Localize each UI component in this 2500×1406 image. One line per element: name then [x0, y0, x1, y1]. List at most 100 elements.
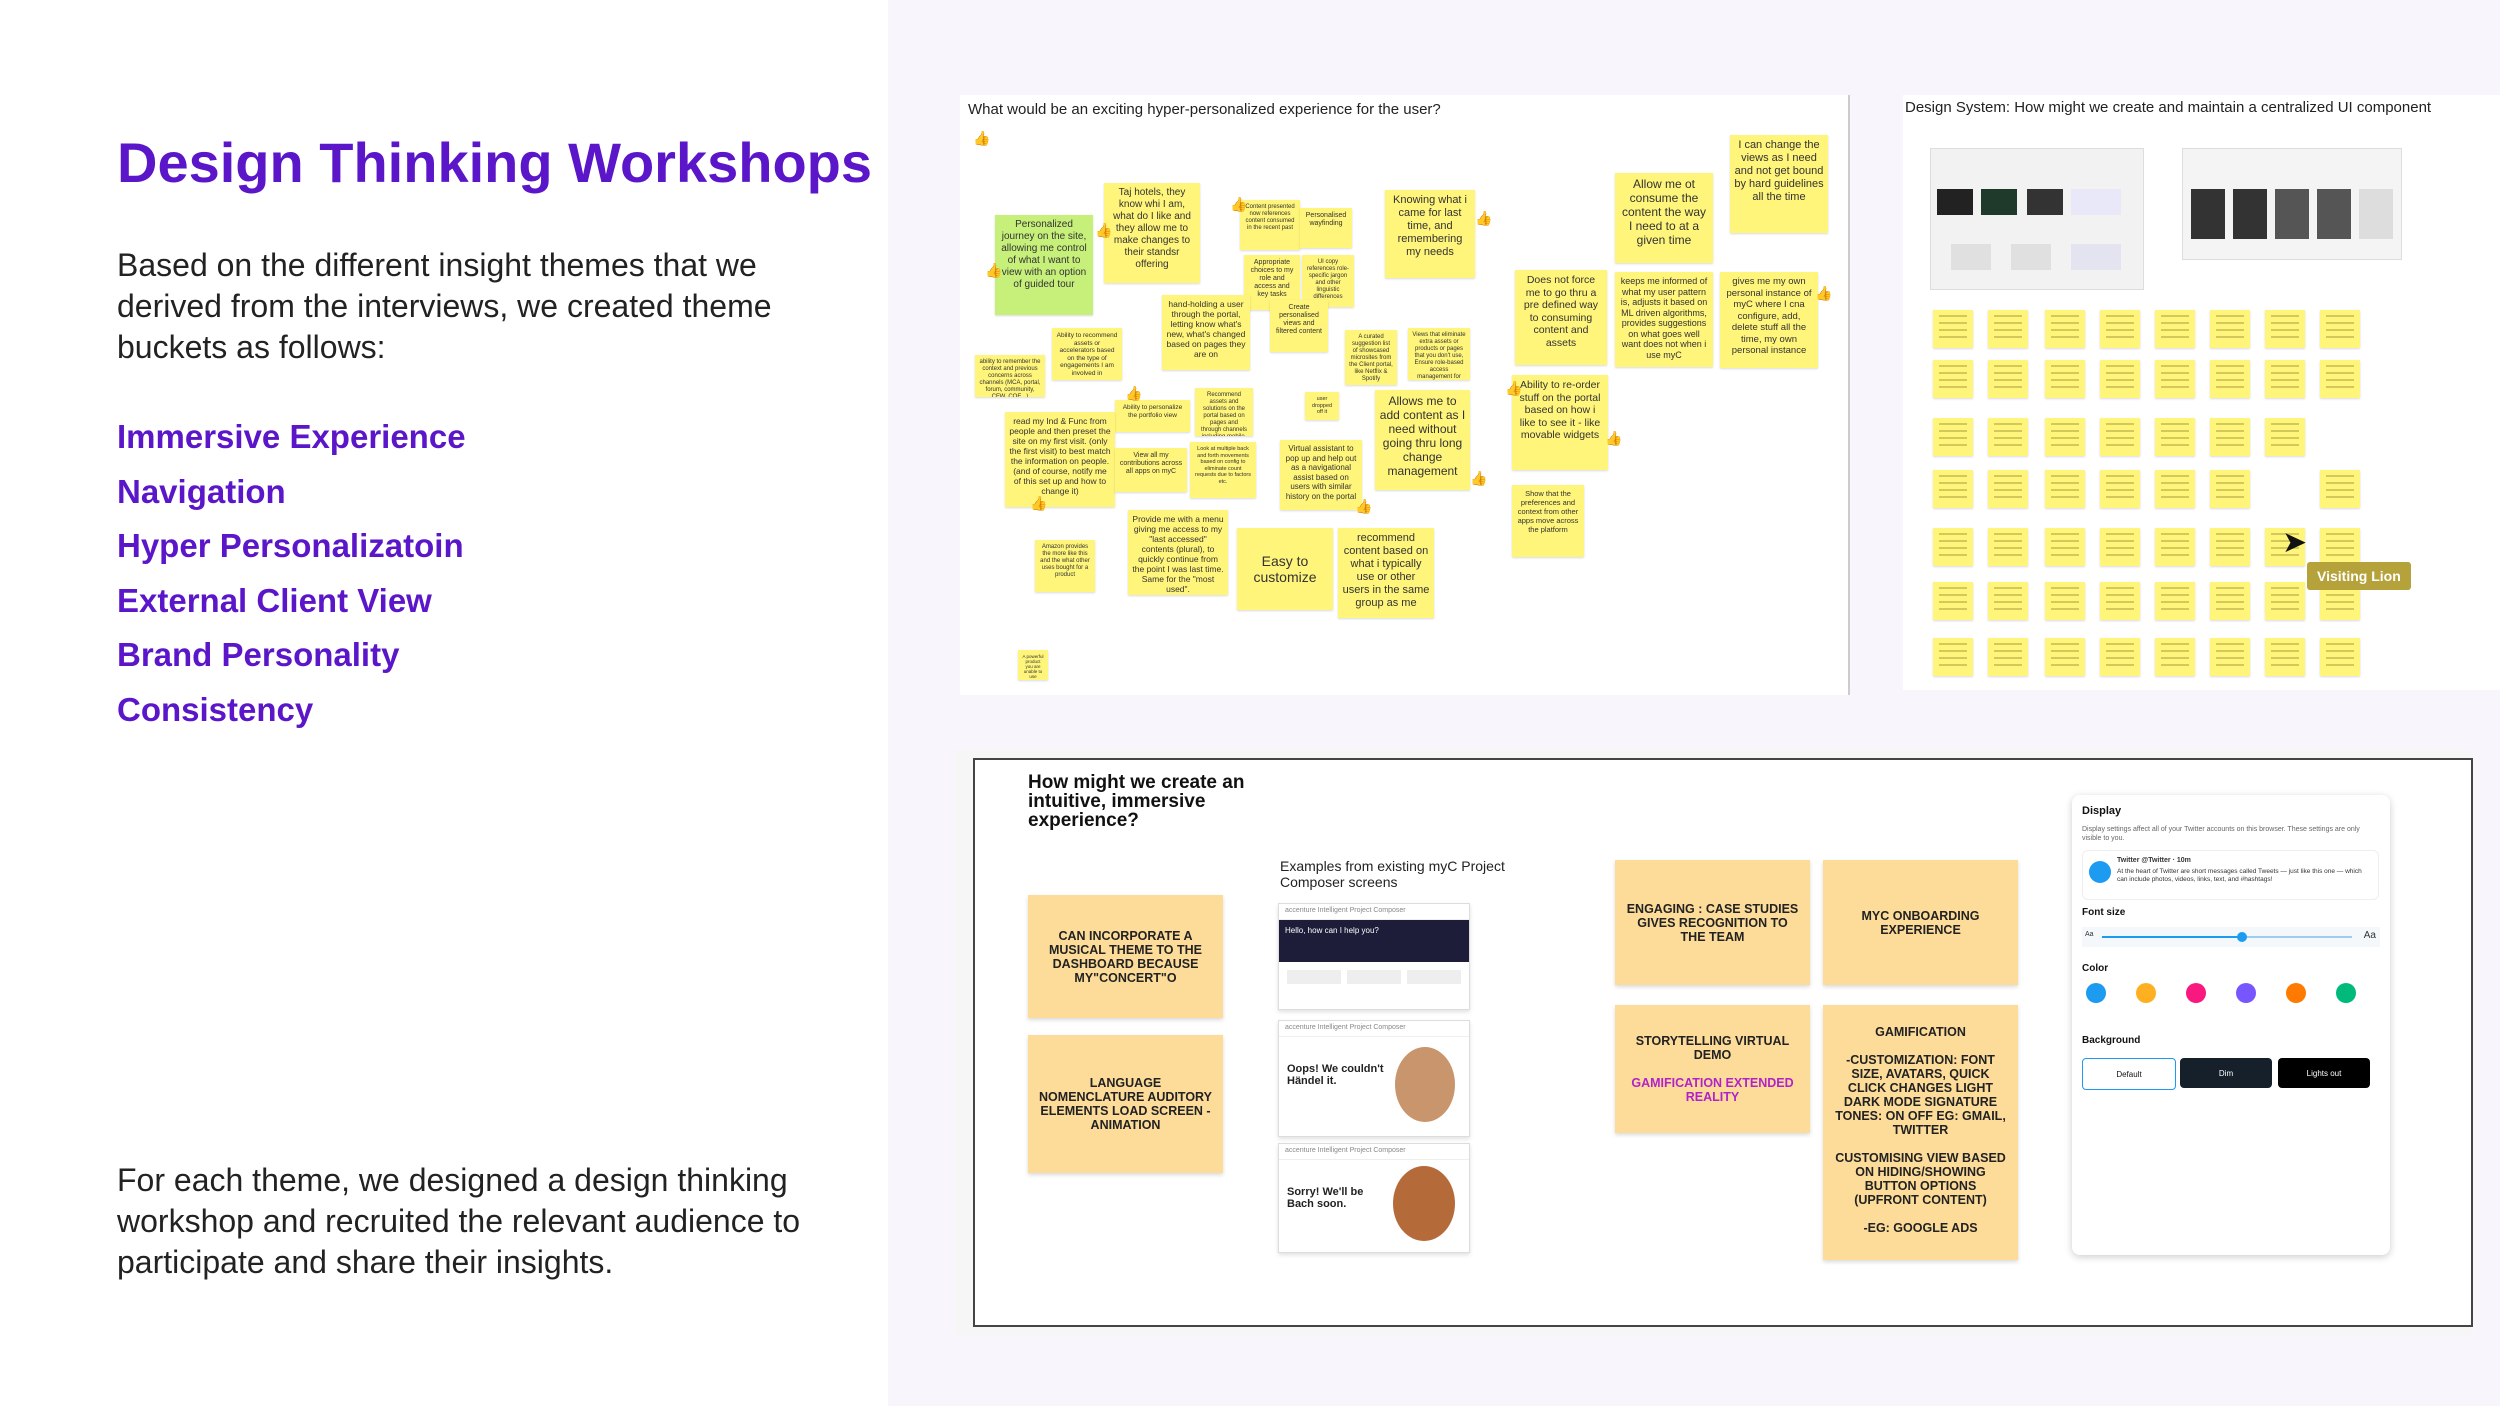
sticky-note[interactable]: hand-holding a user through the portal, … — [1162, 295, 1250, 370]
sticky-note[interactable]: Content presented now references content… — [1240, 200, 1300, 250]
mini-sticky-note[interactable] — [2210, 528, 2250, 566]
color-option-green[interactable] — [2336, 983, 2356, 1003]
mini-sticky-note[interactable] — [2210, 310, 2250, 348]
sticky-note[interactable]: View all my contributions across all app… — [1115, 448, 1187, 492]
mini-sticky-note[interactable] — [2155, 360, 2195, 398]
sticky-note[interactable]: Show that the preferences and context fr… — [1512, 485, 1584, 557]
idea-card[interactable]: GAMIFICATION -CUSTOMIZATION: FONT SIZE, … — [1823, 1005, 2018, 1260]
mini-sticky-note[interactable] — [2100, 528, 2140, 566]
sticky-note[interactable]: A powerful product you are unable to use — [1018, 650, 1048, 680]
sticky-note[interactable]: I can change the views as I need and not… — [1730, 135, 1828, 233]
mini-sticky-note[interactable] — [2155, 310, 2195, 348]
mini-sticky-note[interactable] — [2320, 310, 2360, 348]
mini-sticky-note[interactable] — [1988, 528, 2028, 566]
mini-sticky-note[interactable] — [1988, 582, 2028, 620]
sticky-note[interactable]: Ability to recommend assets or accelerat… — [1052, 328, 1122, 380]
mini-sticky-note[interactable] — [1933, 310, 1973, 348]
mini-sticky-note[interactable] — [2045, 638, 2085, 676]
sticky-note[interactable]: user dropped off it — [1305, 392, 1339, 420]
mini-sticky-note[interactable] — [2045, 418, 2085, 456]
mini-sticky-note[interactable] — [1988, 310, 2028, 348]
idea-card[interactable]: CAN INCORPORATE A MUSICAL THEME TO THE D… — [1028, 895, 1223, 1018]
mini-sticky-note[interactable] — [2100, 418, 2140, 456]
sticky-note[interactable]: Ability to re-order stuff on the portal … — [1512, 375, 1608, 470]
mini-sticky-note[interactable] — [2155, 528, 2195, 566]
mini-sticky-note[interactable] — [2265, 582, 2305, 620]
mini-sticky-note[interactable] — [2100, 470, 2140, 508]
sticky-note[interactable]: Easy to customize — [1237, 528, 1333, 610]
idea-card[interactable]: STORYTELLING VIRTUAL DEMO GAMIFICATION E… — [1615, 1005, 1810, 1133]
mini-sticky-note[interactable] — [2155, 638, 2195, 676]
mini-sticky-note[interactable] — [2045, 360, 2085, 398]
mini-sticky-note[interactable] — [2320, 360, 2360, 398]
mini-sticky-note[interactable] — [1933, 638, 1973, 676]
sticky-note[interactable]: Personalized journey on the site, allowi… — [995, 215, 1093, 315]
mini-sticky-note[interactable] — [1988, 360, 2028, 398]
mini-sticky-note[interactable] — [2100, 638, 2140, 676]
sticky-note[interactable]: Amazon provides the more like this and t… — [1035, 540, 1095, 592]
sticky-note[interactable]: ability to remember the context and prev… — [975, 355, 1045, 397]
mini-sticky-note[interactable] — [2155, 470, 2195, 508]
mini-sticky-note[interactable] — [2210, 638, 2250, 676]
background-dim-button[interactable]: Dim — [2180, 1058, 2272, 1088]
mini-sticky-note[interactable] — [2155, 418, 2195, 456]
background-lights-out-button[interactable]: Lights out — [2278, 1058, 2370, 1088]
mini-sticky-note[interactable] — [2100, 310, 2140, 348]
mini-sticky-note[interactable] — [2320, 528, 2360, 566]
sticky-note[interactable]: Personalised wayfinding — [1300, 208, 1352, 248]
sticky-note[interactable]: gives me my own personal instance of myC… — [1720, 272, 1818, 368]
idea-card[interactable]: LANGUAGE NOMENCLATURE AUDITORY ELEMENTS … — [1028, 1035, 1223, 1173]
mini-sticky-note[interactable] — [1933, 528, 1973, 566]
mini-sticky-note[interactable] — [2045, 310, 2085, 348]
mini-sticky-note[interactable] — [1933, 360, 1973, 398]
sticky-note[interactable]: A curated suggestion list of showcased m… — [1345, 330, 1397, 385]
mini-sticky-note[interactable] — [1933, 418, 1973, 456]
mini-sticky-note[interactable] — [1988, 470, 2028, 508]
mini-sticky-note[interactable] — [1933, 582, 1973, 620]
mini-sticky-note[interactable] — [2320, 470, 2360, 508]
sticky-note[interactable]: Allows me to add content as I need witho… — [1375, 390, 1470, 490]
sticky-note[interactable]: Does not force me to go thru a pre defin… — [1515, 270, 1607, 365]
sticky-note[interactable]: Recommend assets and solutions on the po… — [1195, 388, 1253, 436]
sticky-note[interactable]: UI copy references role-specific jargon … — [1302, 255, 1354, 307]
mini-sticky-note[interactable] — [2265, 638, 2305, 676]
mini-sticky-note[interactable] — [2045, 528, 2085, 566]
sticky-note[interactable]: Knowing what i came for last time, and r… — [1385, 190, 1475, 278]
mini-sticky-note[interactable] — [2265, 528, 2305, 566]
mini-sticky-note[interactable] — [1933, 470, 1973, 508]
mini-sticky-note[interactable] — [2210, 470, 2250, 508]
color-option-yellow[interactable] — [2136, 983, 2156, 1003]
mini-sticky-note[interactable] — [2210, 360, 2250, 398]
idea-card[interactable]: ENGAGING : CASE STUDIES GIVES RECOGNITIO… — [1615, 860, 1810, 985]
background-default-button[interactable]: Default — [2082, 1058, 2176, 1090]
sticky-note[interactable]: Provide me with a menu giving me access … — [1128, 510, 1228, 595]
sticky-note[interactable]: Look at multiple back and forth movement… — [1190, 442, 1256, 498]
mini-sticky-note[interactable] — [1988, 638, 2028, 676]
mini-sticky-note[interactable] — [2210, 582, 2250, 620]
color-option-blue[interactable] — [2086, 983, 2106, 1003]
sticky-note[interactable]: recommend content based on what i typica… — [1338, 528, 1434, 618]
mini-sticky-note[interactable] — [2100, 360, 2140, 398]
sticky-note[interactable]: Views that eliminate extra assets or pro… — [1408, 328, 1470, 380]
sticky-note[interactable]: Virtual assistant to pop up and help out… — [1280, 440, 1362, 510]
sticky-note[interactable]: Taj hotels, they know whi I am, what do … — [1104, 183, 1200, 283]
sticky-note[interactable]: Ability to personalize the portfolio vie… — [1115, 400, 1190, 432]
color-option-pink[interactable] — [2186, 983, 2206, 1003]
sticky-note[interactable]: read my Ind & Func from people and then … — [1005, 412, 1115, 507]
mini-sticky-note[interactable] — [2045, 582, 2085, 620]
mini-sticky-note[interactable] — [2265, 310, 2305, 348]
mini-sticky-note[interactable] — [2155, 582, 2195, 620]
idea-card[interactable]: MYC ONBOARDING EXPERIENCE — [1823, 860, 2018, 985]
sticky-note[interactable]: Create personalised views and filtered c… — [1270, 300, 1328, 352]
mini-sticky-note[interactable] — [1988, 418, 2028, 456]
mini-sticky-note[interactable] — [2045, 470, 2085, 508]
mini-sticky-note[interactable] — [2320, 638, 2360, 676]
slider-handle[interactable] — [2237, 932, 2247, 942]
mini-sticky-note[interactable] — [2265, 418, 2305, 456]
mini-sticky-note[interactable] — [2210, 418, 2250, 456]
color-option-purple[interactable] — [2236, 983, 2256, 1003]
sticky-note[interactable]: keeps me informed of what my user patter… — [1615, 272, 1713, 367]
sticky-note[interactable]: Allow me ot consume the content the way … — [1615, 173, 1713, 263]
mini-sticky-note[interactable] — [2100, 582, 2140, 620]
font-size-slider[interactable]: Aa Aa — [2082, 927, 2380, 947]
